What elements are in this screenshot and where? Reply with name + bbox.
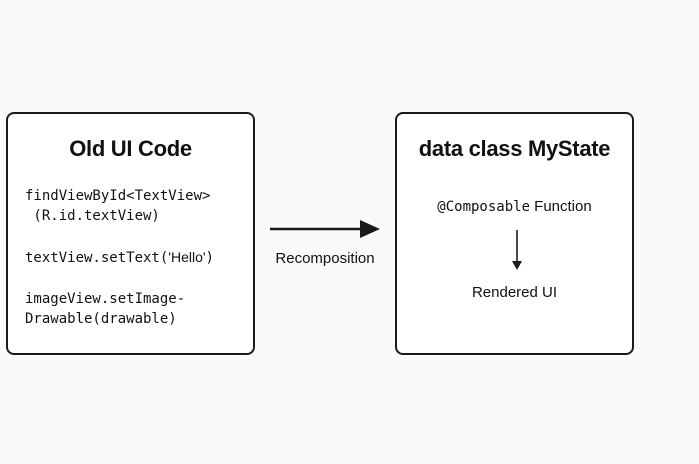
my-state-box: data class MyState @Composable Function … (395, 112, 634, 355)
recomposition-arrow-head (360, 220, 380, 238)
recomposition-arrow (270, 220, 380, 238)
recomposition-label: Recomposition (275, 250, 375, 267)
code-hello-string: 'Hello' (168, 249, 206, 265)
old-ui-code-title: Old UI Code (69, 136, 192, 161)
code-line-resource-id: (R.id.textView) (25, 208, 160, 224)
rendered-ui-label: Rendered UI (471, 284, 558, 301)
code-line-set-text: textView.setText('Hello') (25, 247, 214, 268)
old-ui-code-box: Old UI Code findViewById<TextView> (R.id… (6, 112, 255, 355)
code-line-drawable: Drawable(drawable) (25, 311, 177, 327)
code-set-text-call: textView.setText( (25, 250, 169, 266)
down-arrow (512, 230, 522, 270)
down-arrow-head (512, 261, 522, 270)
code-line-set-image: imageView.setImage- (25, 291, 186, 307)
function-word: Function (530, 198, 592, 215)
my-state-title: data class MyState (418, 136, 611, 161)
code-line-find-view: findViewById<TextView> (25, 188, 211, 204)
composable-function-label: @Composable Function (397, 198, 632, 215)
composable-annotation: @Composable (437, 199, 530, 215)
code-set-text-close: ) (205, 250, 214, 266)
